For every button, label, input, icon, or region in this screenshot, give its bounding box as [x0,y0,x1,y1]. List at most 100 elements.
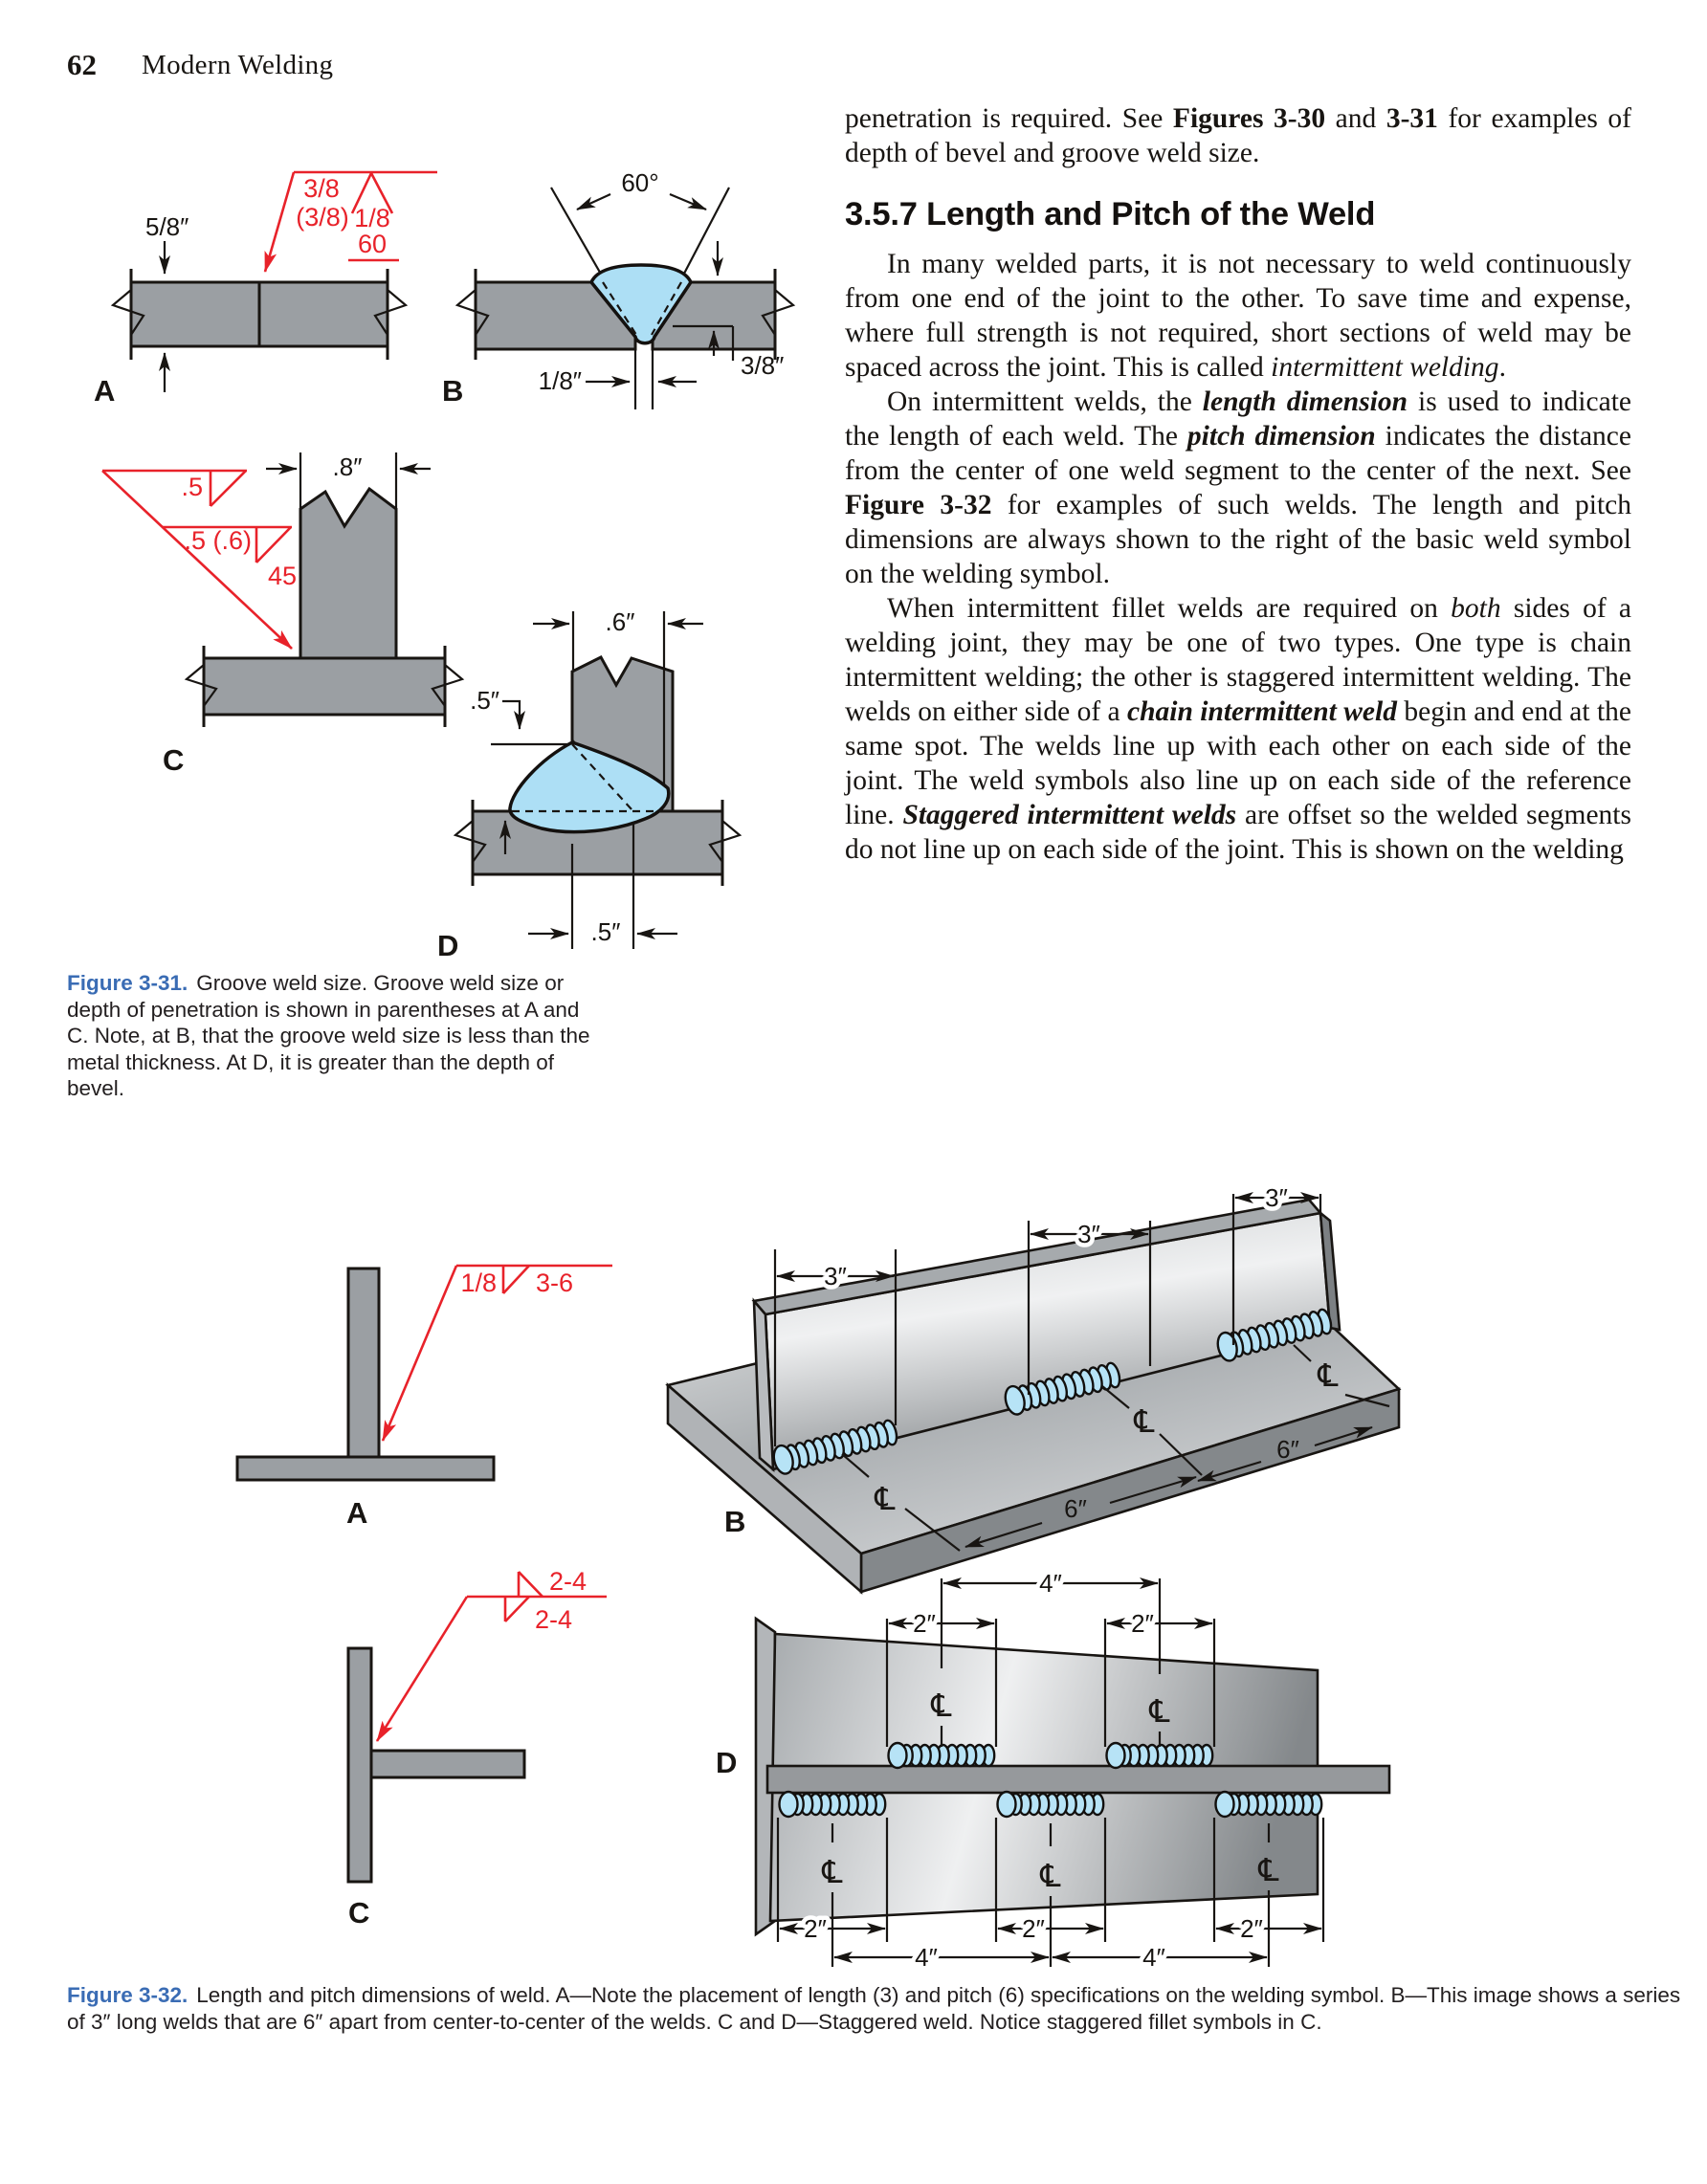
text-run: and [1325,103,1386,134]
weld-bead [1004,1361,1121,1416]
fig32-diagram-c: 2-4 2-4 C [346,1567,607,1930]
base-plate-side [666,1382,863,1595]
centerline-symbol: ℄ [821,1853,842,1890]
weld-bead-rib [887,1741,908,1770]
text-run: is used to indicate the length of each w… [845,386,1631,452]
caption-label: Figure 3-31. [67,971,188,995]
fig31-diagram-d: .6″ .5″ .5″ D [437,604,743,962]
text-run: penetration is required. See [845,103,1173,134]
centerline-symbol: ℄ [1257,1851,1278,1888]
text-run: both [1451,593,1501,624]
centerline-symbol: ℄ [874,1480,895,1517]
symbol-size: 1/8 [460,1268,497,1297]
symbol-length-pitch: 3-6 [536,1268,573,1297]
paragraph: When intermittent fillet welds are requi… [845,591,1631,867]
symbol-angle: 60 [358,230,387,258]
symbol-size: 3/8 [303,174,340,203]
dim-pitch: 6″ [1276,1435,1299,1464]
figure-letter-a: A [94,374,115,408]
break-symbol [708,820,743,863]
upright-plate [299,486,398,660]
book-title: Modern Welding [142,50,334,80]
text-run: sides of a welding joint, they may be on… [845,593,1632,727]
text-run: Figures 3-30 [1172,103,1326,134]
weld-symbol: .5 .5 (.6) 45 [101,469,297,650]
text-run: pitch dimension [1186,421,1376,452]
text-run: On intermittent welds, the [887,386,1203,417]
weld-symbol: 1/8 3-6 [381,1264,612,1442]
weld-bead [778,1790,887,1819]
dim-pitch: 4″ [1142,1943,1165,1972]
figure-letter-b: B [724,1505,745,1538]
dim-weld-length: 2″ [804,1914,827,1943]
weld-bead [1105,1741,1214,1770]
weld-symbol: 3/8 (3/8) 1/8 60 [263,170,437,273]
centerline-symbol: ℄ [930,1687,951,1724]
fig31-diagram-c: .8″ .5 .5 (.6) 45 C [101,449,465,777]
caption-text: Groove weld size. Groove weld size or de… [67,971,590,1100]
text-run: When intermittent fillet welds are requi… [887,593,1452,624]
figure-3-31-diagram: 5/8″ 3/8 (3/8) 1/8 60 A [94,165,796,962]
dim-pitch: 6″ [1064,1494,1087,1523]
fig31-diagram-b: 60° 3/8″ 1/8″ B [442,165,796,409]
dim-weld-length: 3″ [824,1262,847,1291]
break-symbol [454,289,490,336]
dim-thickness: 5/8″ [145,212,188,241]
text-run: begin and end at the same spot. The weld… [845,696,1631,830]
paragraph: On intermittent welds, the length dimens… [845,385,1631,591]
figure-letter-c: C [163,743,184,777]
bar [765,1764,1391,1795]
text-run: intermittent welding [1271,352,1499,383]
text-run: indicates the distance from the center o… [845,421,1631,486]
text-run: for examples of depth of bevel and groov… [845,103,1632,168]
weld-bead-rib [1004,1384,1026,1416]
dim-width: .6″ [606,607,635,636]
text-run: 3-31 [1386,103,1438,134]
figure-3-32-caption: Figure 3-32.Length and pitch dimensions … [67,1982,1686,2035]
text-run: length dimension [1202,386,1408,417]
figure-3-31-caption: Figure 3-31.Groove weld size. Groove wel… [67,970,591,1102]
figure-letter-b: B [442,374,463,408]
weld-bead-rib [772,1444,794,1475]
weld-bead-rib [996,1790,1017,1819]
right-column: penetration is required. See Figures 3-3… [845,101,1631,867]
symbol-size1: .5 [181,473,203,501]
fig32-diagram-b: 3″ 3″ 3″ ℄ 6″ ℄ ℄ 6″ B [665,1180,1402,1595]
figure-letter-d: D [437,929,458,962]
fig31-diagram-a: 5/8″ 3/8 (3/8) 1/8 60 A [94,170,437,408]
dim-width: .8″ [333,452,363,481]
symbol-angle: 45 [268,562,297,590]
dim-depth: .5″ [470,686,499,715]
weld-bead-rib [1216,1331,1238,1362]
page-number: 62 [67,48,97,81]
text-run: are offset so the welded segments do not… [845,800,1631,865]
dim-weld-length: 2″ [1022,1914,1045,1943]
dim-root: 1/8″ [539,366,582,395]
base-plate [202,656,447,717]
text-run: for examples of such welds. The length a… [845,490,1631,589]
section-heading: 3.5.7 Length and Pitch of the Weld [845,196,1376,232]
symbol-root: 1/8 [354,204,390,232]
side-plate [369,1749,526,1779]
centerline-symbol: ℄ [1148,1692,1169,1730]
text-run: In many welded parts, it is not necessar… [845,249,1631,383]
text-run: Figure 3-32 [845,490,992,520]
upright-plate [346,1646,373,1884]
figure-letter-c: C [348,1896,369,1930]
weld-bead-rib [1105,1741,1126,1770]
upright-plate-end [1319,1210,1341,1332]
centerline-symbol: ℄ [1039,1857,1060,1894]
dim-weld-length: 3″ [1265,1183,1288,1212]
text-run: . [1498,352,1506,383]
figure-letter-a: A [346,1496,367,1530]
upright-plate [346,1267,381,1459]
weld-bead [508,740,671,834]
dim-size: .5″ [591,917,621,946]
text-run: chain intermittent weld [1127,696,1397,727]
weld-bead [772,1419,898,1475]
symbol-bottom: 2-4 [535,1605,572,1634]
break-symbol [373,289,409,336]
break-symbol [184,664,218,707]
centerline-symbol: ℄ [1317,1357,1338,1394]
